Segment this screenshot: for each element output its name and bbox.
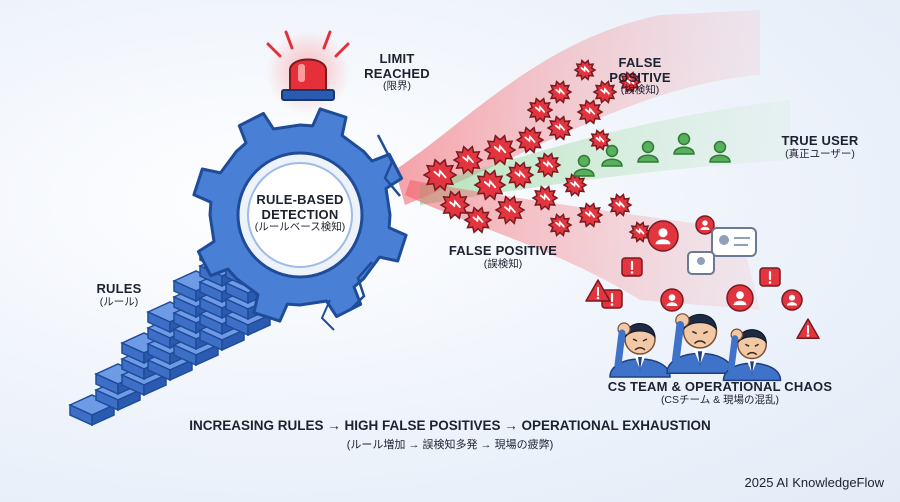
warning-icon: [585, 279, 820, 339]
rule-detection-sub: (ルールベース検知): [254, 221, 346, 234]
false-positive-stream-bottom: [405, 180, 760, 310]
rules-label: RULES (ルール): [84, 281, 154, 308]
rule-detection-line2: DETECTION: [261, 206, 339, 222]
footer-credit: 2025 AI KnowledgeFlow: [744, 475, 884, 490]
false-positive-top-sub: (誤検知): [620, 84, 660, 97]
cs-team-label: CS TEAM & OPERATIONAL CHAOS (CSチーム & 現場の…: [570, 379, 870, 406]
cs-team-illustration: [609, 313, 782, 382]
limit-reached-sub: (限界): [383, 80, 411, 93]
id-card-icon: [687, 251, 715, 275]
alert-user-icons: [601, 215, 803, 312]
rules-sub: (ルール): [99, 295, 139, 308]
flow-caption: INCREASING RULES → HIGH FALSE POSITIVES …: [150, 418, 750, 452]
false-positive-top-label: FALSE POSITIVE (誤検知): [600, 55, 680, 97]
false-positive-top-line1: FALSE: [618, 55, 662, 70]
cs-team-sub: (CSチーム & 現場の混乱): [660, 393, 780, 406]
rule-detection-line1: RULE-BASED: [256, 192, 344, 207]
flow-caption-sub: (ルール増加 → 誤検知多発 → 現場の疲弊): [346, 439, 554, 451]
limit-reached-line2: REACHED: [364, 65, 430, 81]
false-positive-mid-sub: (誤検知): [483, 257, 523, 270]
limit-reached-line1: LIMIT: [379, 51, 415, 66]
limit-reached-label: LIMIT REACHED (限界): [362, 51, 432, 93]
false-positive-icons: [422, 59, 652, 243]
id-card-icon: [711, 227, 757, 257]
rules-main: RULES: [96, 281, 142, 296]
alarm-light-icon: [266, 30, 350, 114]
gear-icon: [192, 107, 408, 331]
cs-team-main: CS TEAM & OPERATIONAL CHAOS: [607, 379, 833, 394]
true-user-icons: [573, 132, 731, 177]
false-positive-stream-top: [395, 10, 760, 205]
true-user-label: TRUE USER (真正ユーザー): [770, 133, 870, 160]
false-positive-mid-label: FALSE POSITIVE (誤検知): [438, 243, 568, 270]
true-user-sub: (真正ユーザー): [785, 147, 855, 160]
true-user-main: TRUE USER: [781, 133, 859, 148]
false-positive-top-line2: POSITIVE: [609, 69, 671, 85]
false-positive-mid-main: FALSE POSITIVE: [448, 243, 558, 258]
rule-detection-label: RULE-BASED DETECTION (ルールベース検知): [240, 192, 360, 234]
flow-caption-main: INCREASING RULES → HIGH FALSE POSITIVES …: [189, 418, 711, 433]
